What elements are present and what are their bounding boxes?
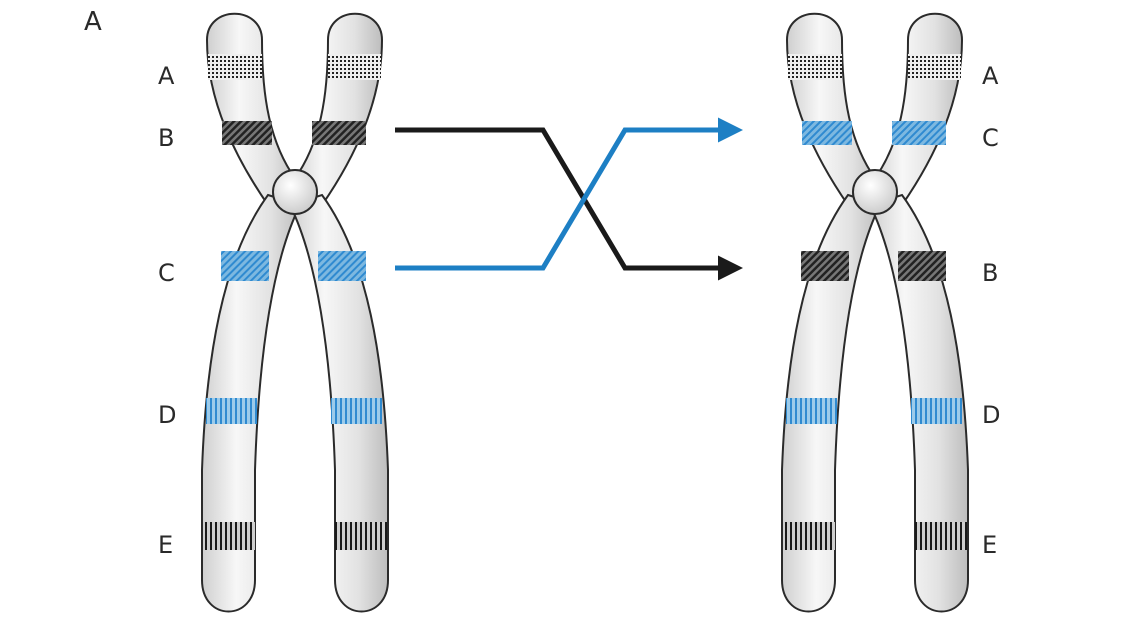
right-band-b bbox=[801, 251, 849, 281]
left-band-e bbox=[203, 522, 255, 550]
right-band-d bbox=[786, 398, 837, 424]
left-chromosome bbox=[202, 14, 388, 612]
left-band-e bbox=[335, 522, 387, 550]
left-band-b bbox=[312, 121, 366, 145]
right-band-e bbox=[783, 522, 835, 550]
left-band-b bbox=[222, 121, 272, 145]
left-band-d bbox=[206, 398, 257, 424]
right-label-4: D bbox=[982, 401, 1000, 429]
left-band-a bbox=[328, 54, 381, 80]
right-band-b bbox=[898, 251, 946, 281]
left-label-3: C bbox=[158, 259, 175, 287]
left-label-2: B bbox=[158, 124, 174, 152]
left-band-d bbox=[331, 398, 382, 424]
left-band-c bbox=[318, 251, 366, 281]
left-band-c bbox=[221, 251, 269, 281]
right-band-d bbox=[911, 398, 962, 424]
left-band-a bbox=[208, 54, 262, 80]
left-label-4: D bbox=[158, 401, 176, 429]
left-label-1: A bbox=[158, 62, 175, 90]
left-centromere bbox=[273, 170, 317, 214]
right-chromosome bbox=[782, 14, 968, 612]
right-band-a bbox=[788, 54, 842, 80]
right-band-c bbox=[802, 121, 852, 145]
blue-arrow bbox=[395, 130, 738, 268]
panel-label: A bbox=[84, 7, 102, 37]
black-arrow bbox=[395, 130, 738, 268]
right-label-1: A bbox=[982, 62, 999, 90]
right-band-a bbox=[908, 54, 961, 80]
right-centromere bbox=[853, 170, 897, 214]
right-band-c bbox=[892, 121, 946, 145]
inversion-arrows bbox=[395, 130, 738, 268]
right-label-2: C bbox=[982, 124, 999, 152]
left-label-5: E bbox=[158, 531, 173, 559]
right-label-5: E bbox=[982, 531, 997, 559]
right-label-3: B bbox=[982, 259, 998, 287]
right-band-e bbox=[915, 522, 967, 550]
